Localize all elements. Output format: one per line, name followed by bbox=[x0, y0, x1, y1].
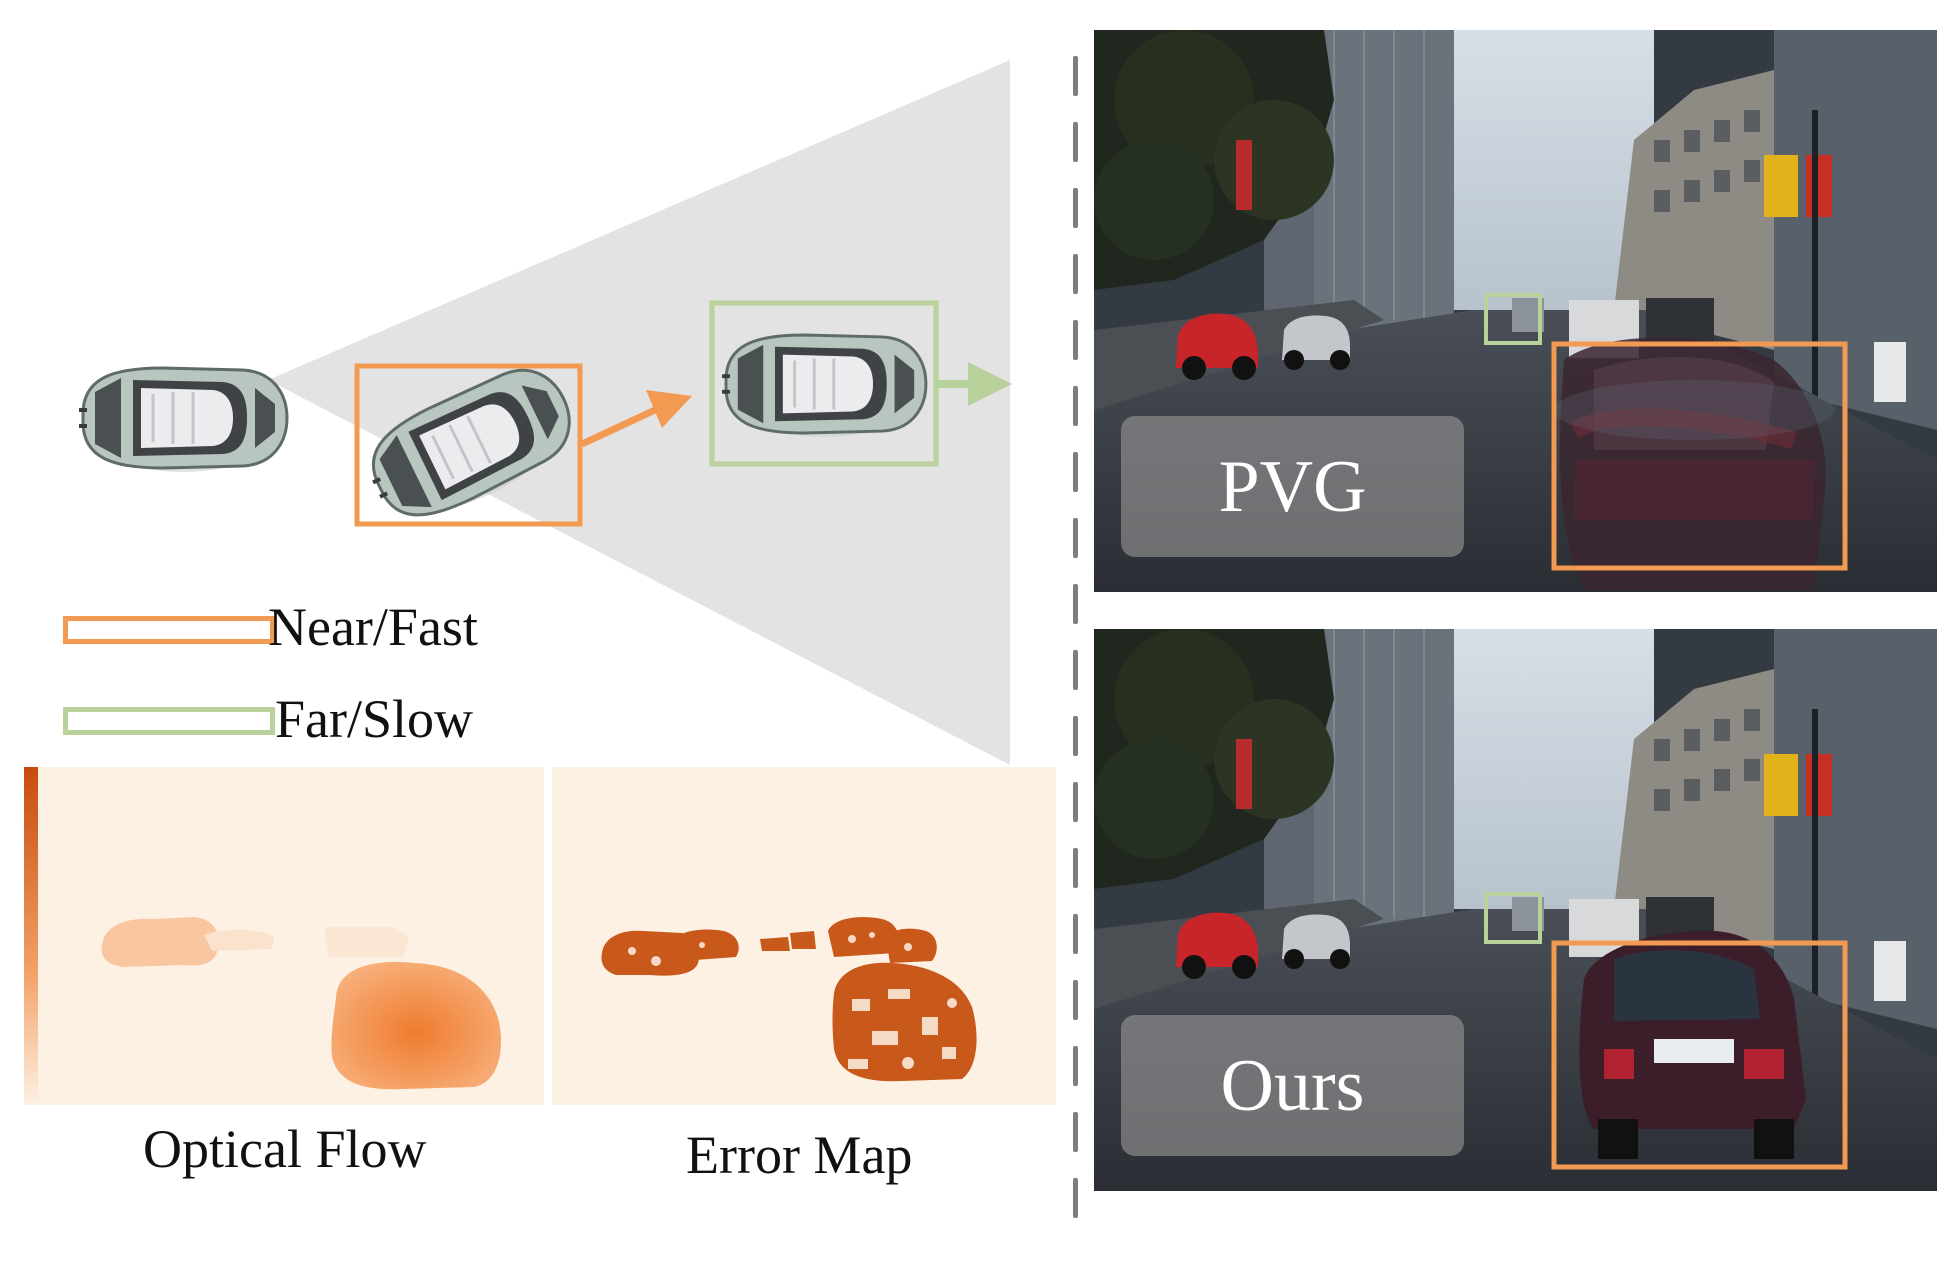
far-slow-box bbox=[709, 300, 939, 467]
far-slow-box-ours bbox=[1484, 892, 1542, 944]
forward-arrow-icon bbox=[968, 362, 1012, 406]
near-car-error-blob bbox=[832, 962, 977, 1082]
near-fast-box bbox=[354, 363, 583, 527]
near-fast-box-ours bbox=[1551, 940, 1848, 1170]
street-scene-ours bbox=[1094, 629, 1937, 1191]
legend-swatch-far-slow bbox=[63, 707, 275, 735]
method-label-pvg: PVG bbox=[1121, 416, 1464, 557]
error-map bbox=[552, 767, 1056, 1105]
colorbar bbox=[24, 767, 38, 1105]
camera-frustum bbox=[268, 60, 1010, 765]
result-panel-ours: Ours bbox=[1094, 629, 1937, 1191]
sharp-car bbox=[1579, 930, 1806, 1159]
schematic-diagram bbox=[77, 60, 1012, 765]
legend-swatch-near-fast bbox=[63, 616, 275, 644]
caption-error-map: Error Map bbox=[686, 1125, 913, 1185]
result-panel-pvg: PVG bbox=[1094, 30, 1937, 592]
motion-arrow-icon bbox=[646, 390, 692, 428]
blurred-car bbox=[1554, 337, 1834, 590]
near-car-flow-blob bbox=[331, 962, 501, 1090]
method-label-ours: Ours bbox=[1121, 1015, 1464, 1156]
caption-optical-flow: Optical Flow bbox=[143, 1119, 427, 1179]
street-scene-pvg bbox=[1094, 30, 1937, 592]
near-fast-box-pvg bbox=[1551, 341, 1848, 571]
legend-label-far-slow: Far/Slow bbox=[275, 689, 474, 749]
far-car-icon bbox=[720, 333, 928, 439]
ego-car-icon bbox=[77, 366, 289, 474]
far-slow-box-pvg bbox=[1484, 293, 1542, 345]
optical-flow-map bbox=[24, 767, 544, 1105]
legend-label-near-fast: Near/Fast bbox=[268, 597, 478, 657]
